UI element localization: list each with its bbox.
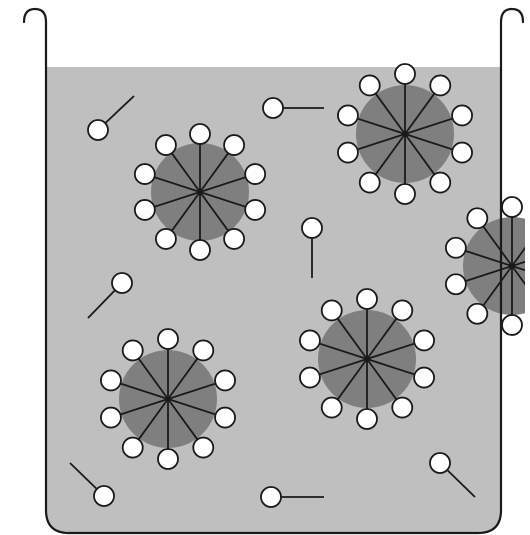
surfactant-head	[215, 408, 235, 428]
surfactant-head	[502, 315, 522, 335]
surfactant-head	[101, 408, 121, 428]
surfactant-head	[467, 208, 487, 228]
surfactant-head	[395, 184, 415, 204]
surfactant-head	[322, 398, 342, 418]
surfactant-head	[302, 218, 322, 238]
surfactant-head	[123, 438, 143, 458]
surfactant-head	[360, 173, 380, 193]
surfactant-head	[156, 135, 176, 155]
surfactant-head	[322, 300, 342, 320]
surfactant-head	[135, 200, 155, 220]
surfactant-head	[430, 453, 450, 473]
surfactant-head	[446, 238, 466, 258]
surfactant-head	[245, 164, 265, 184]
surfactant-head	[215, 370, 235, 390]
surfactant-head	[392, 398, 412, 418]
surfactant-head	[357, 289, 377, 309]
surfactant-head	[245, 200, 265, 220]
surfactant-head	[158, 449, 178, 469]
surfactant-head	[446, 274, 466, 294]
surfactant-head	[88, 120, 108, 140]
surfactant-head	[414, 330, 434, 350]
surfactant-head	[452, 105, 472, 125]
surfactant-head	[156, 229, 176, 249]
surfactant-head	[430, 75, 450, 95]
surfactant-head	[392, 300, 412, 320]
surfactant-head	[158, 329, 178, 349]
surfactant-head	[338, 105, 358, 125]
surfactant-head	[452, 143, 472, 163]
surfactant-head	[123, 340, 143, 360]
surfactant-head	[263, 98, 283, 118]
surfactant-head	[300, 368, 320, 388]
surfactant-head	[224, 135, 244, 155]
surfactant-head	[193, 438, 213, 458]
surfactant-head	[193, 340, 213, 360]
surfactant-head	[112, 273, 132, 293]
surfactant-head	[190, 124, 210, 144]
surfactant-head	[395, 64, 415, 84]
surfactant-head	[357, 409, 377, 429]
surfactant-head	[94, 486, 114, 506]
surfactant-head	[338, 143, 358, 163]
surfactant-head	[502, 197, 522, 217]
surfactant-head	[224, 229, 244, 249]
surfactant-head	[190, 240, 210, 260]
surfactant-head	[467, 304, 487, 324]
surfactant-head	[414, 368, 434, 388]
surfactant-head	[135, 164, 155, 184]
surfactant-head	[300, 330, 320, 350]
surfactant-head	[261, 487, 281, 507]
surfactant-head	[430, 173, 450, 193]
surfactant-head	[360, 75, 380, 95]
surfactant-head	[101, 370, 121, 390]
